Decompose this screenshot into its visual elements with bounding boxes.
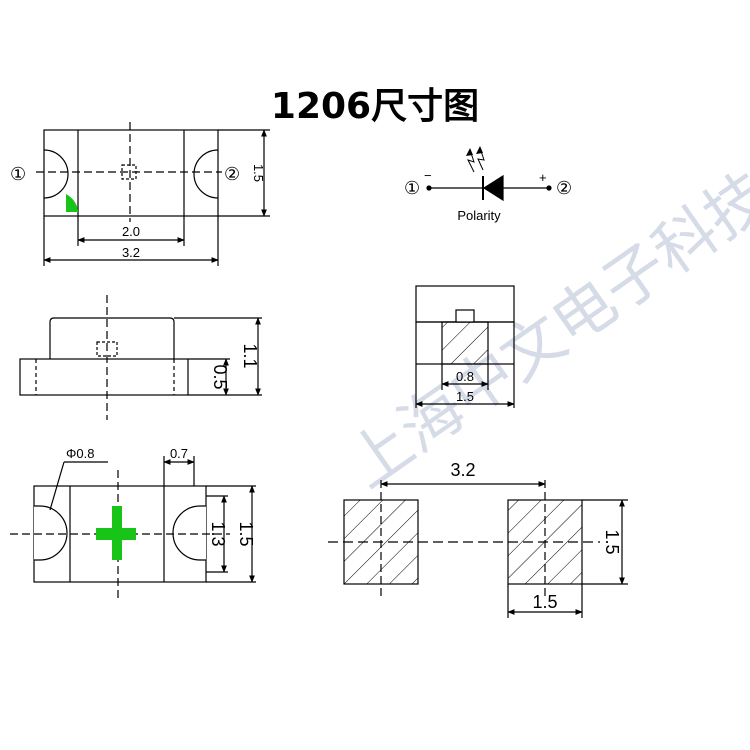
top-pin1-label: ① [10,164,26,184]
side-dim-pad-height: 0.5 [210,364,230,389]
end-dim-total: 1.5 [456,389,474,404]
polarity-pin1-label: ① [404,178,420,198]
polarity-minus-sign: − [424,168,432,183]
light-arrow-head-1-icon [466,148,473,156]
top-dim-inner-width: 2.0 [122,224,140,239]
polarity-plus-sign: + [539,170,547,185]
end-view [415,285,515,408]
top-view-left-notch [43,149,69,199]
side-view-lens [49,317,175,359]
side-view [19,295,262,420]
footprint-dim-pad-height: 1.5 [602,529,622,554]
bottom-dim-pad-width: 0.7 [170,446,188,461]
footprint-dim-pad-width: 1.5 [532,592,557,612]
top-view-right-notch [193,149,219,199]
top-dim-total-width: 3.2 [122,245,140,260]
polarity-pin2-label: ② [556,178,572,198]
end-dim-inner: 0.8 [456,369,474,384]
bottom-dim-inner-height: 1.3 [208,521,228,546]
page-title: 1206尺寸图 [271,86,479,127]
polarity-symbol [426,147,552,202]
bottom-dim-hole: Φ0.8 [66,446,94,461]
polarity-t-marker [96,506,136,560]
bottom-view [10,456,256,598]
top-view-body [43,129,219,217]
polarity-label: Polarity [457,208,501,223]
side-dim-total-height: 1.1 [240,343,260,368]
footprint [328,480,628,618]
bottom-dim-total-height: 1.5 [236,521,256,546]
cathode-green-marker [66,194,78,212]
footprint-dim-pitch: 3.2 [450,460,475,480]
watermark-text: 上海中文电子科技 [334,158,750,502]
top-dim-height: 1.5 [251,164,266,182]
top-view [36,122,270,266]
light-arrow-head-2-icon [476,146,483,154]
side-view-base [19,358,189,396]
top-pin2-label: ② [224,164,240,184]
